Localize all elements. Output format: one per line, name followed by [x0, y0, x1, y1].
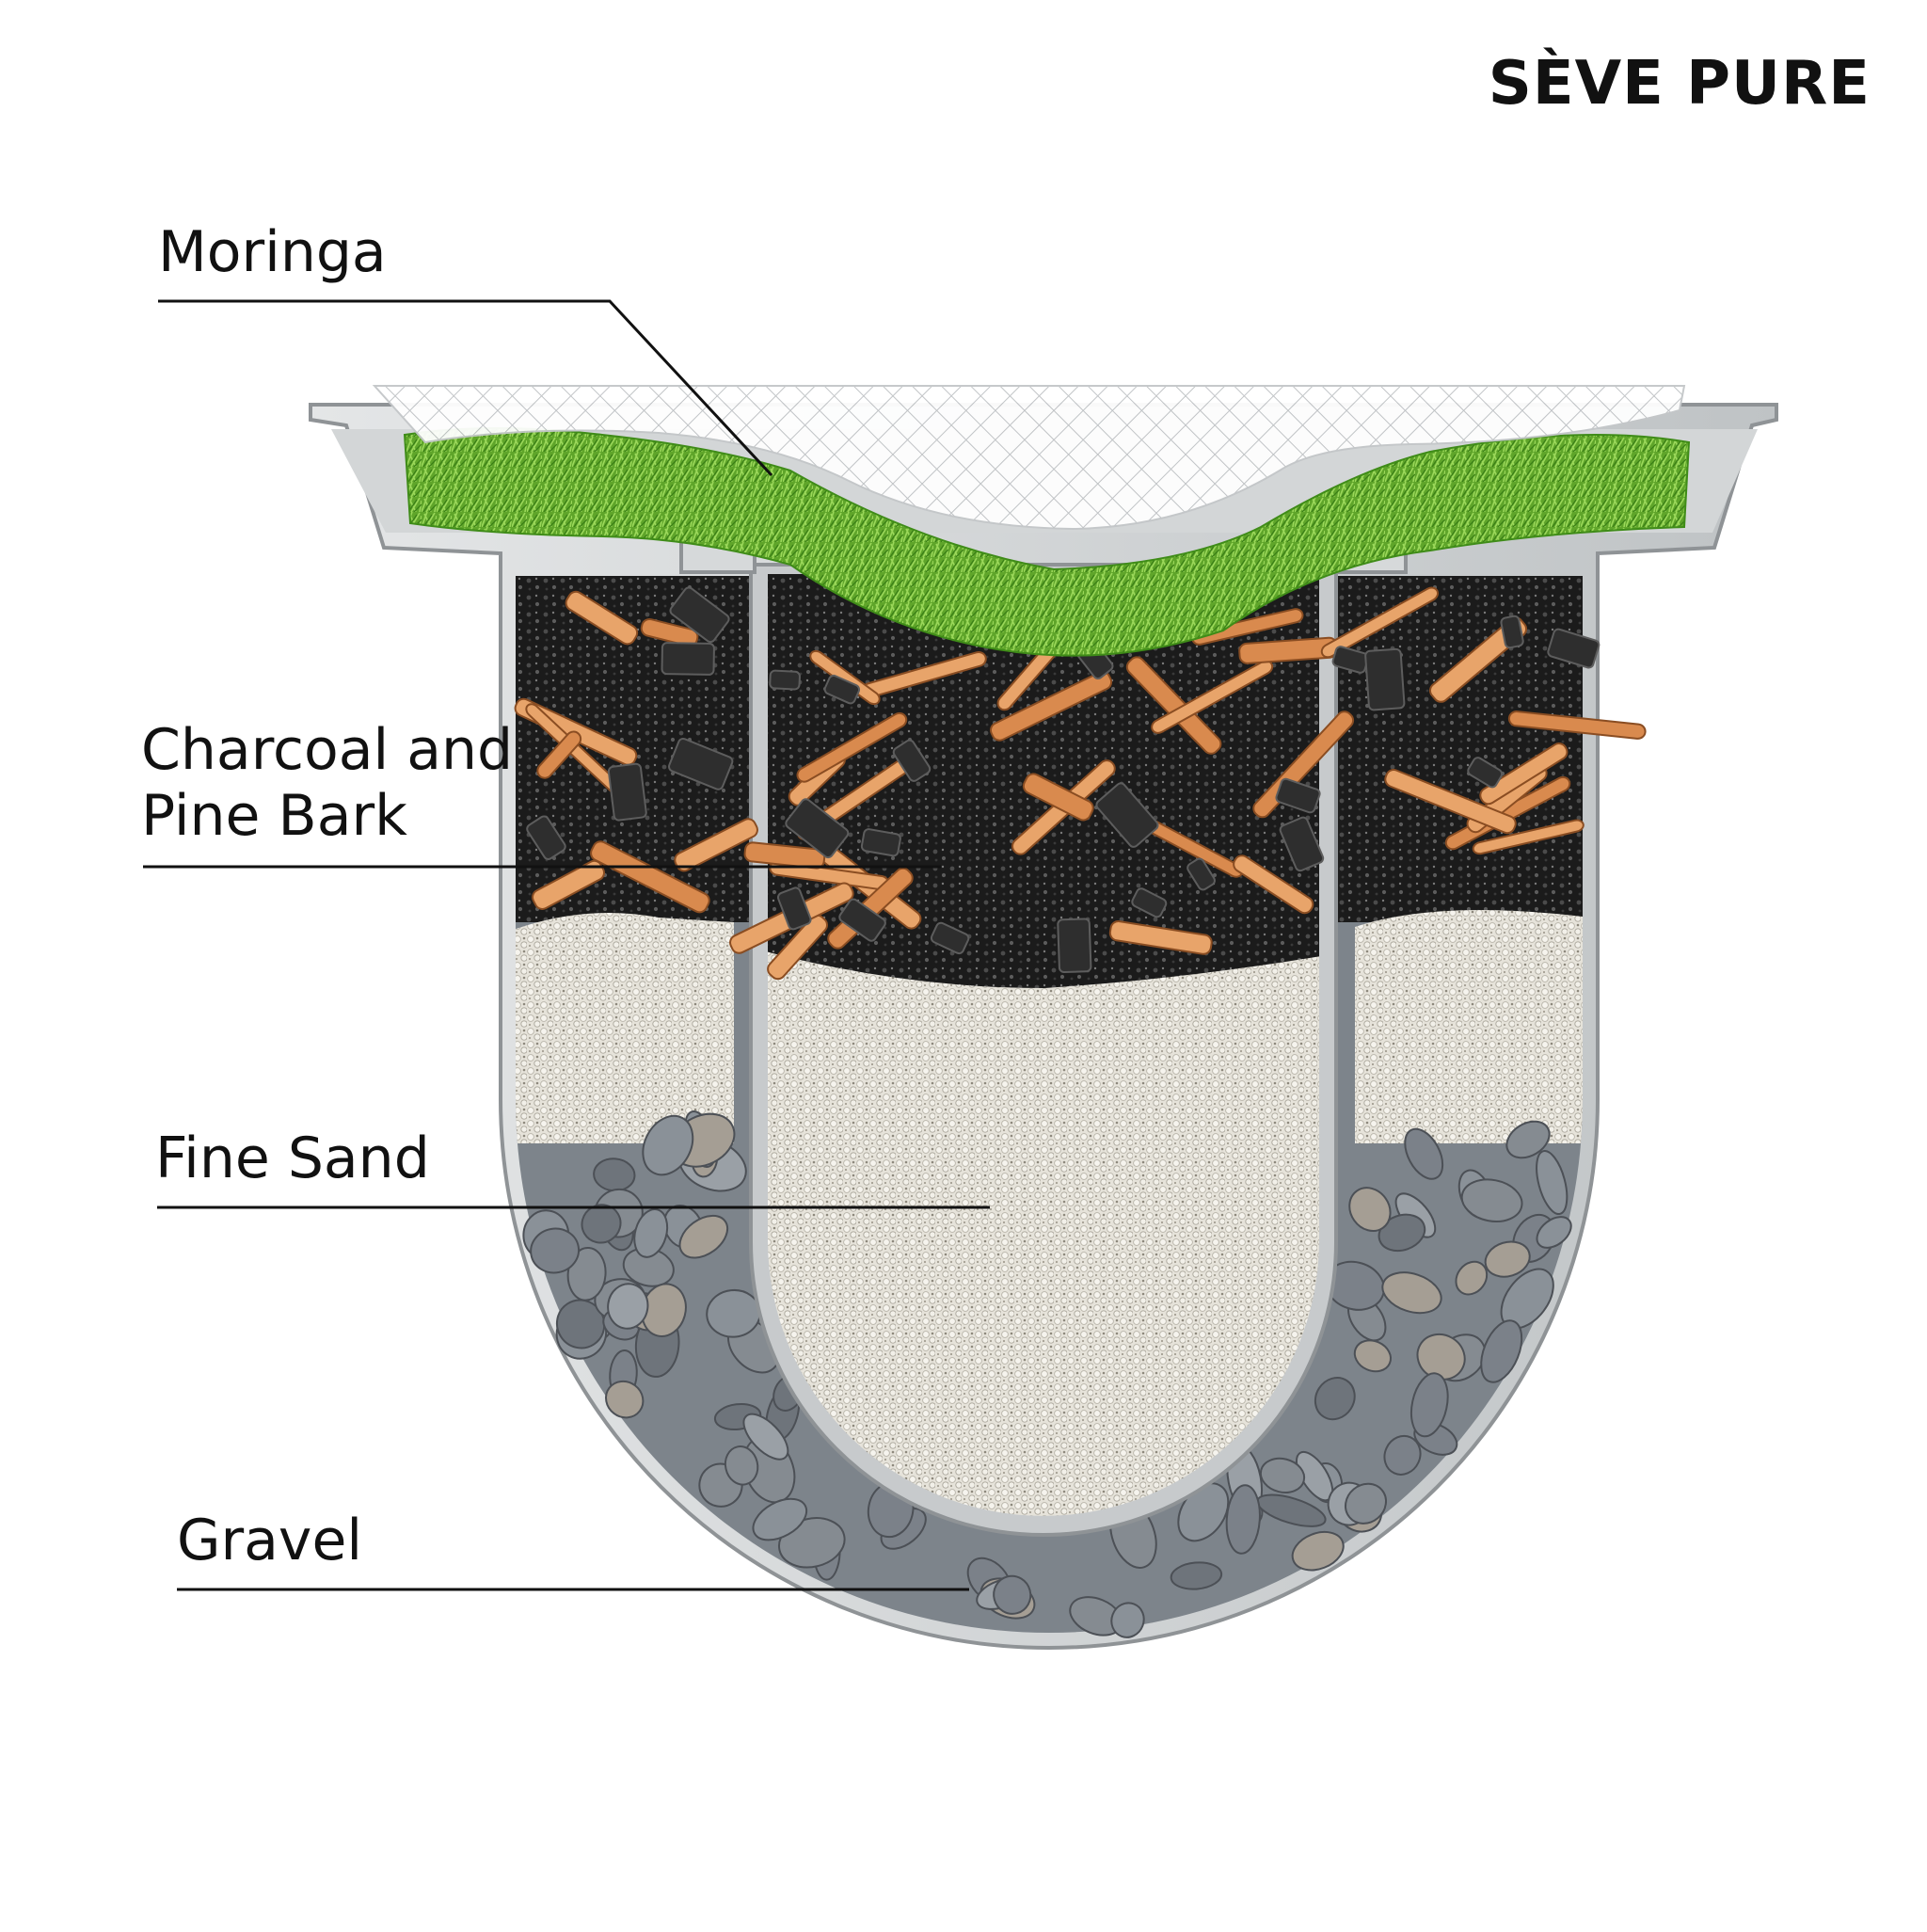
- bark-chip: [1384, 769, 1517, 835]
- sand-outer-layer: [516, 910, 1583, 1143]
- gravel-stone: [1480, 1319, 1523, 1383]
- gravel-stone: [1353, 1339, 1392, 1373]
- bark-chip: [989, 670, 1113, 742]
- charcoal-chunk: [930, 921, 970, 955]
- charcoal-chunk: [823, 674, 861, 705]
- gravel-stone: [1484, 1240, 1531, 1278]
- gravel-stone: [993, 1574, 1032, 1615]
- gravel-stone: [678, 1214, 729, 1259]
- bark-chip: [565, 590, 639, 646]
- gravel-stone: [1314, 1377, 1356, 1421]
- label-charcoal-line1: Charcoal and: [141, 717, 514, 783]
- bark-chip: [1507, 711, 1647, 740]
- label-fine-sand: Fine Sand: [155, 1126, 430, 1191]
- label-charcoal-line2: Pine Bark: [141, 783, 407, 849]
- bark-chip: [1022, 773, 1094, 822]
- bark-chip: [536, 730, 582, 779]
- charcoal-chunk: [860, 828, 901, 857]
- charcoal-chunk: [769, 669, 801, 691]
- charcoal-chunk: [661, 642, 715, 676]
- charcoal-chunk: [785, 798, 850, 859]
- gravel-stone: [1536, 1149, 1569, 1216]
- gravel-stone: [1378, 1213, 1426, 1253]
- gravel-stone: [1505, 1120, 1551, 1159]
- gravel-stone: [1225, 1484, 1261, 1555]
- gravel-stone: [604, 1380, 645, 1419]
- mesh-screen: [372, 385, 1686, 531]
- gravel-stone: [530, 1227, 581, 1274]
- bark-chip: [1472, 819, 1585, 855]
- charcoal-chunk: [668, 737, 734, 790]
- brand-logo-text: SÈVE PURE: [1488, 49, 1871, 119]
- gravel-stone: [1170, 1561, 1223, 1590]
- gravel-stones: [522, 1110, 1572, 1638]
- gravel-stone: [1259, 1457, 1306, 1493]
- gravel-stone: [1383, 1434, 1422, 1476]
- charcoal-chunk: [1467, 757, 1504, 789]
- charcoal-chunk: [1275, 777, 1321, 814]
- gravel-stone: [633, 1207, 669, 1258]
- bark-chip: [1479, 742, 1569, 806]
- gravel-stone: [724, 1445, 759, 1486]
- bark-chip: [1151, 660, 1274, 734]
- gravel-stone: [607, 1283, 649, 1330]
- gravel-stone: [752, 1497, 808, 1541]
- label-gravel: Gravel: [177, 1508, 363, 1573]
- gravel-stone: [1404, 1127, 1444, 1180]
- charcoal-chunk: [526, 815, 566, 860]
- bark-chip: [640, 617, 699, 647]
- charcoal-chunk: [1186, 857, 1216, 891]
- label-charcoal-pine-bark: Charcoal and Pine Bark: [141, 717, 513, 849]
- bark-chip: [767, 914, 829, 981]
- leader-line-moringa: [158, 299, 773, 477]
- charcoal-chunk: [838, 898, 886, 942]
- gravel-stone: [1110, 1602, 1145, 1638]
- gravel-stone: [1455, 1260, 1489, 1296]
- charcoal-chunk: [1547, 628, 1601, 669]
- charcoal-chunk: [776, 886, 812, 931]
- bark-chip: [1233, 854, 1314, 915]
- inner-channel-layers: [768, 574, 1319, 1516]
- bark-chip: [674, 818, 758, 872]
- charcoal-chunk: [1131, 887, 1168, 918]
- gravel-stone: [742, 1413, 789, 1461]
- bark-chip: [743, 841, 826, 870]
- charcoal-chunk: [1364, 647, 1406, 711]
- gravel-stone: [1460, 1178, 1523, 1222]
- bark-chip: [1125, 656, 1222, 755]
- charcoal-chunk: [892, 739, 932, 782]
- charcoal-chunk: [607, 762, 647, 822]
- charcoal-chunk: [1500, 615, 1524, 649]
- gravel-stone: [642, 1114, 694, 1176]
- charcoal-chunk: [1095, 782, 1159, 848]
- moringa-grass-layer: [403, 427, 1691, 657]
- bark-chip: [1428, 616, 1528, 703]
- gravel-stone: [1348, 1187, 1392, 1232]
- gravel-stone: [1536, 1216, 1572, 1249]
- bark-chip: [796, 711, 908, 783]
- gravel-stone: [1344, 1482, 1388, 1525]
- charcoal-chunk: [669, 586, 730, 644]
- bark-chip: [1108, 920, 1213, 955]
- bark-chip: [1320, 586, 1440, 659]
- label-moringa: Moringa: [158, 219, 387, 285]
- gravel-stone: [1381, 1271, 1442, 1315]
- charcoal-chunks: [526, 586, 1601, 974]
- gravel-stone: [566, 1246, 607, 1301]
- gravel-stone: [1291, 1530, 1345, 1572]
- charcoal-chunk: [1279, 816, 1325, 872]
- gravel-stone: [1409, 1372, 1449, 1438]
- charcoal-chunk: [1057, 918, 1092, 974]
